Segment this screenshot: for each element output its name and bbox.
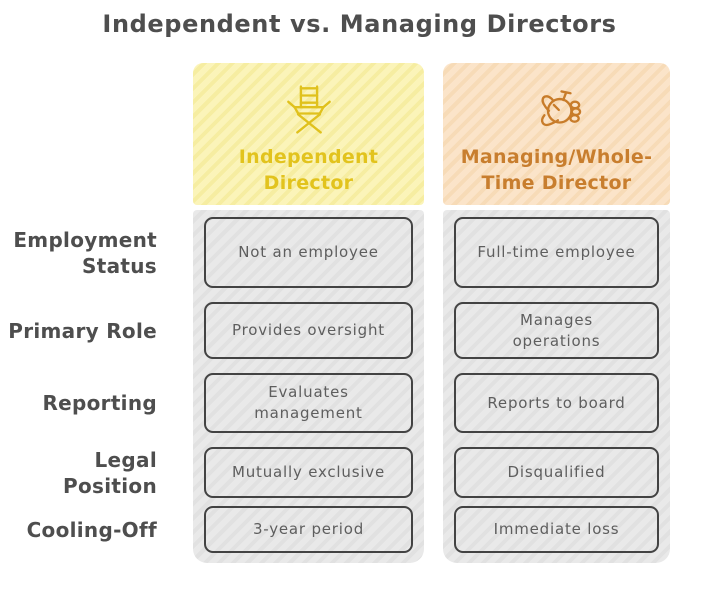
cell-role-independent: Provides oversight xyxy=(204,302,413,359)
column-managing-director: Managing/Whole- Time Director Full-time … xyxy=(443,63,670,563)
page-title: Independent vs. Managing Directors xyxy=(102,10,617,38)
row-label-reporting: Reporting xyxy=(42,391,157,415)
row-label-cooling-off: Cooling-Off xyxy=(26,517,157,542)
column-header-managing: Managing/Whole- Time Director xyxy=(443,63,670,205)
column-title-independent: Independent Director xyxy=(238,146,379,194)
row-label-employment-status: Employment Status xyxy=(13,227,157,278)
stopwatch-hand-icon xyxy=(540,90,581,127)
cell-coolingoff-managing: Immediate loss xyxy=(454,506,659,553)
cell-reporting-independent: Evaluates management xyxy=(204,373,413,433)
column-title-managing: Managing/Whole- Time Director xyxy=(460,146,653,194)
cell-reporting-managing: Reports to board xyxy=(454,373,659,433)
row-label-primary-role: Primary Role xyxy=(8,318,157,343)
column-body-independent: Not an employee Provides oversight Evalu… xyxy=(193,210,424,563)
row-label-legal-position: Legal Position xyxy=(63,447,157,498)
cell-legal-managing: Disqualified xyxy=(454,447,659,498)
column-header-independent: Independent Director xyxy=(193,63,424,205)
column-body-managing: Full-time employee Manages operations Re… xyxy=(443,210,670,563)
cell-coolingoff-independent: 3-year period xyxy=(204,506,413,553)
cell-employment-managing: Full-time employee xyxy=(454,217,659,288)
cell-legal-independent: Mutually exclusive xyxy=(204,447,413,498)
cell-employment-independent: Not an employee xyxy=(204,217,413,288)
column-independent-director: Independent Director Not an employee Pro… xyxy=(193,63,424,563)
directors-chair-icon xyxy=(286,85,331,134)
cell-role-managing: Manages operations xyxy=(454,302,659,359)
